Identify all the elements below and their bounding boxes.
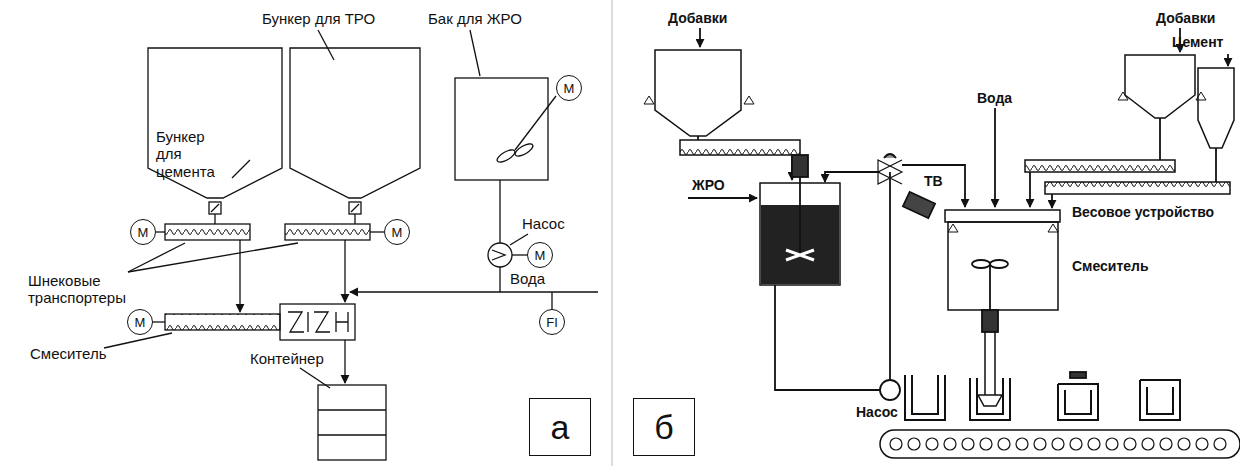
symbol-letter: M bbox=[564, 81, 575, 96]
part-label: Насос bbox=[522, 215, 565, 232]
instrument-circle: M bbox=[384, 219, 410, 245]
symbol-letter: FI bbox=[546, 315, 558, 330]
part-label: Вода bbox=[977, 90, 1012, 106]
part-label: Добавки bbox=[668, 10, 727, 26]
conveyor-roller bbox=[1034, 438, 1046, 450]
part-label: Смеситель bbox=[30, 345, 106, 362]
conveyor-roller bbox=[1052, 438, 1064, 450]
conveyor-roller bbox=[1178, 438, 1190, 450]
panel-letter: а bbox=[551, 408, 570, 447]
panel-a-drawing bbox=[104, 30, 598, 460]
panel-divider bbox=[612, 0, 613, 466]
conveyor-roller bbox=[1142, 438, 1154, 450]
instrument-circle: M bbox=[527, 242, 553, 268]
conveyor-roller bbox=[926, 438, 938, 450]
conveyor-roller bbox=[1124, 438, 1136, 450]
part-label: Шнековые транспортеры bbox=[28, 272, 132, 307]
part-label: Весовое устройство bbox=[1072, 204, 1214, 220]
panel-letter: б bbox=[654, 408, 673, 447]
conveyor-roller bbox=[1214, 438, 1226, 450]
conveyor-roller bbox=[980, 438, 992, 450]
part-label: Бак для ЖРО bbox=[428, 10, 522, 27]
symbol-letter: M bbox=[535, 248, 546, 263]
conveyor-roller bbox=[1070, 438, 1082, 450]
part-label: ТВ bbox=[924, 173, 943, 189]
part-label: Цемент bbox=[1172, 34, 1223, 50]
conveyor-roller bbox=[908, 438, 920, 450]
conveyor-roller bbox=[1106, 438, 1118, 450]
conveyor-roller bbox=[890, 438, 902, 450]
panel-letter-box: а bbox=[529, 398, 591, 456]
instrument-circle: FI bbox=[539, 309, 565, 335]
instrument-circle: M bbox=[556, 75, 582, 101]
conveyor-roller bbox=[962, 438, 974, 450]
conveyor-roller bbox=[1160, 438, 1172, 450]
part-label: Вода bbox=[510, 270, 545, 287]
part-label: Насос bbox=[856, 404, 898, 420]
part-label: Бункер для цемента bbox=[156, 128, 234, 180]
part-label: Бункер для ТРО bbox=[262, 10, 375, 27]
symbol-letter: M bbox=[138, 225, 149, 240]
symbol-letter: M bbox=[135, 315, 146, 330]
panel-letter-box: б bbox=[633, 398, 695, 456]
instrument-circle: M bbox=[130, 219, 156, 245]
part-label: Смеситель bbox=[1072, 258, 1149, 274]
instrument-circle: M bbox=[127, 309, 153, 335]
conveyor-roller bbox=[944, 438, 956, 450]
symbol-letter: M bbox=[392, 225, 403, 240]
conveyor-roller bbox=[1016, 438, 1028, 450]
conveyor-roller bbox=[1196, 438, 1208, 450]
conveyor-roller bbox=[1088, 438, 1100, 450]
part-label: Добавки bbox=[1156, 10, 1215, 26]
conveyor-roller bbox=[998, 438, 1010, 450]
panel-b-drawing bbox=[644, 28, 1240, 458]
part-label: ЖРО bbox=[692, 177, 725, 193]
part-label: Контейнер bbox=[250, 350, 324, 367]
